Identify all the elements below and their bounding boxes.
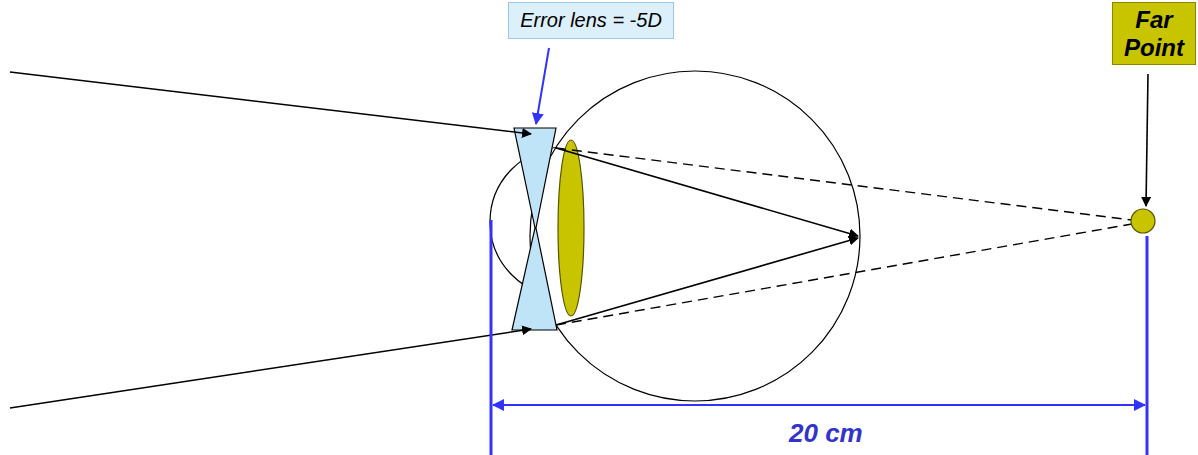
- refracted-ray: [556, 148, 858, 236]
- dimension-line: [493, 404, 1145, 406]
- pointer-arrow: [1146, 74, 1148, 206]
- dimension-label: 20 cm: [785, 418, 867, 449]
- callout-box: Far Point: [1112, 2, 1196, 65]
- refracted-ray: [556, 238, 858, 325]
- virtual-ray: [556, 224, 1132, 325]
- callout-box: Error lens = -5D: [508, 2, 674, 39]
- eyeball-outline: [530, 71, 860, 401]
- extension-line: [490, 220, 493, 455]
- concave-lens: [512, 128, 557, 330]
- incoming-ray: [10, 72, 531, 134]
- eye-lens: [558, 140, 584, 316]
- node-text: Far Point: [1119, 6, 1189, 61]
- node-text: Error lens = -5D: [519, 9, 663, 32]
- extension-line: [1146, 236, 1149, 455]
- virtual-ray: [556, 148, 1132, 220]
- incoming-ray: [10, 329, 531, 408]
- far-point-dot: [1131, 209, 1155, 233]
- pointer-arrow: [536, 48, 549, 124]
